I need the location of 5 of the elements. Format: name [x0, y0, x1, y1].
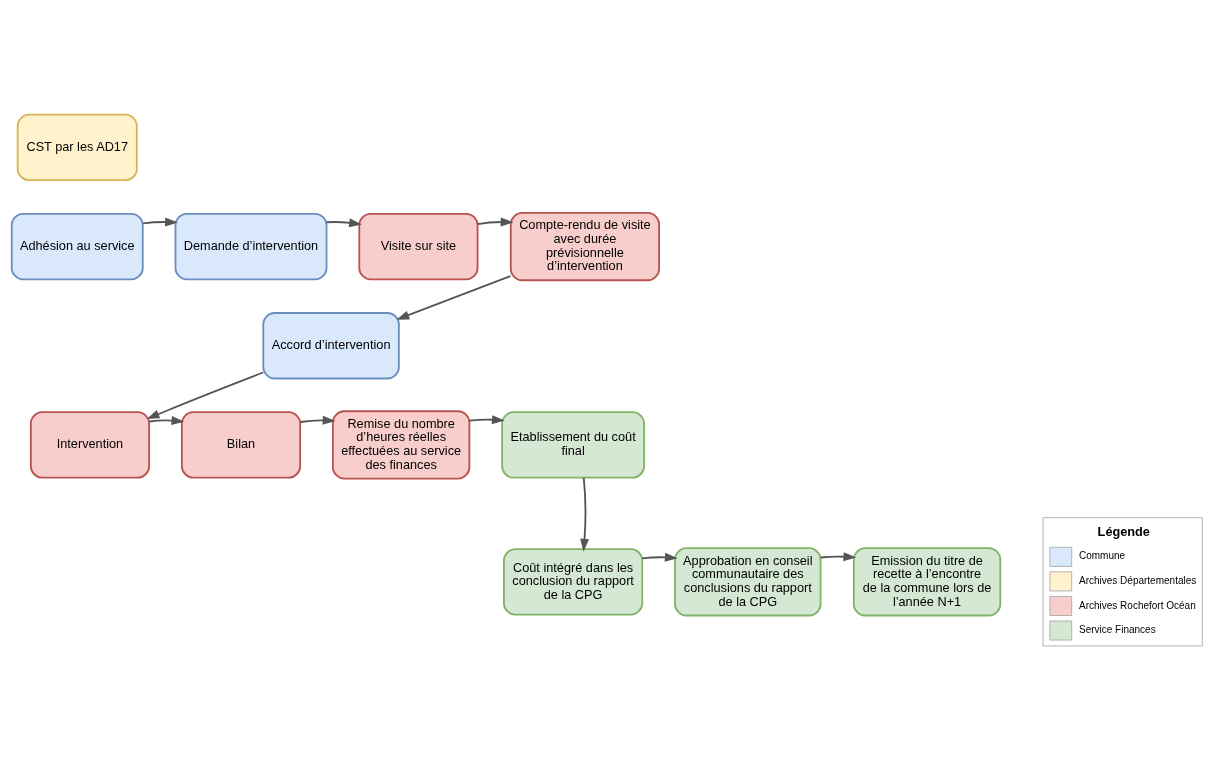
legend-label: Archives Départementales: [1078, 574, 1197, 586]
label: Légende: [1097, 523, 1150, 539]
legend-label: Service Finances: [1078, 624, 1156, 636]
legend-label: Archives Rochefort Océan: [1078, 599, 1196, 611]
legend-label: Commune: [1078, 550, 1126, 562]
